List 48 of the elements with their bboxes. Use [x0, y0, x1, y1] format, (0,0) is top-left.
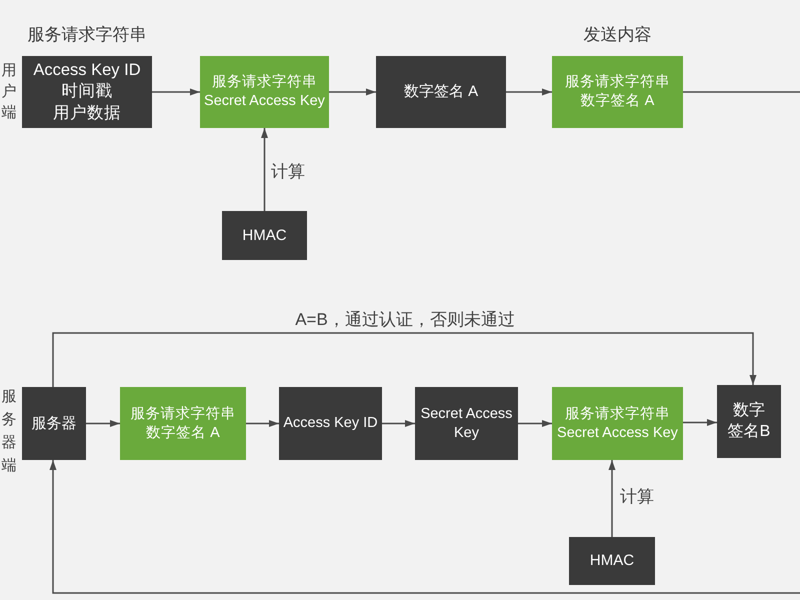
node-text: Secret Access Key [420, 404, 514, 442]
node-text: Access Key ID [33, 60, 141, 82]
arrow [52, 332, 756, 387]
node-text: 服务请求字符串 [565, 73, 670, 92]
node-text: 用户数据 [53, 102, 121, 124]
side-label: 服务器端 [1, 387, 17, 476]
heading-text: 服务请求字符串 [28, 24, 146, 46]
connector-line [683, 91, 800, 93]
process-box [222, 211, 307, 260]
arrow [261, 128, 268, 211]
arrow [608, 460, 616, 537]
node-text: Secret Access Key [557, 424, 678, 442]
node-text: 数字签名 A [580, 92, 654, 111]
arrow [506, 88, 552, 96]
arrow [382, 420, 415, 427]
process-box [376, 56, 506, 128]
arrow [683, 419, 717, 426]
process-box [415, 387, 518, 460]
edge-label: 计算 [618, 486, 656, 508]
arrow [152, 88, 200, 96]
process-box [717, 385, 781, 458]
node-text: 服务请求字符串 [212, 73, 317, 92]
edge-label: A=B，通过认证，否则未通过 [293, 310, 517, 330]
node-text: 数字签名B [727, 401, 771, 442]
node-text: 数字签名 A [146, 424, 220, 442]
process-box [120, 387, 246, 460]
node-text: 服务器 [32, 414, 76, 434]
edge-label: 计算 [269, 162, 307, 182]
process-box [552, 387, 683, 460]
node-text: 数字签名 A [404, 82, 478, 102]
node-text: HMAC [590, 551, 634, 571]
arrow [329, 88, 376, 96]
arrow [518, 420, 552, 427]
arrow [246, 420, 279, 427]
arrow [86, 420, 120, 427]
process-box [569, 537, 655, 585]
process-box [279, 387, 382, 460]
node-text: 时间戳 [62, 81, 112, 102]
node-text: 服务请求字符串 [130, 404, 236, 424]
node-text: 服务请求字符串 [565, 404, 670, 424]
node-text: Access Key ID [283, 414, 378, 433]
heading-text: 发送内容 [584, 24, 652, 46]
node-text: Secret Access Key [204, 92, 325, 111]
node-text: HMAC [242, 226, 287, 246]
process-box [200, 56, 329, 128]
side-label: 用户端 [1, 61, 17, 123]
process-box [22, 387, 86, 460]
arrow [50, 460, 800, 594]
